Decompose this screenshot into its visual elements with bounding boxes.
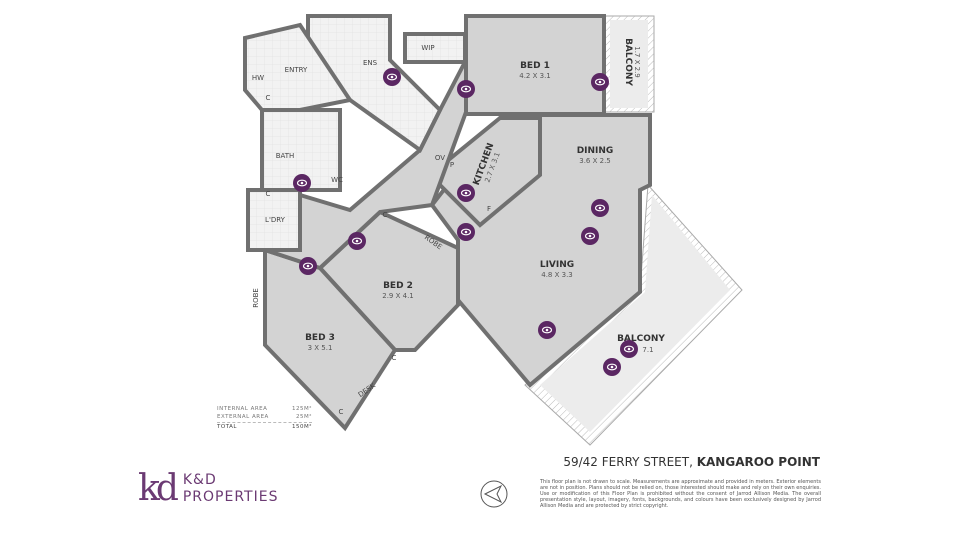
view-marker-eye-icon[interactable]: [538, 321, 556, 339]
bed3-label: BED 3: [305, 333, 335, 343]
wip-label: WIP: [421, 44, 434, 52]
disclaimer: This floor plan is not drawn to scale. M…: [540, 479, 821, 509]
cupboard-label: C: [266, 94, 271, 102]
balcony2-label: BALCONY: [617, 334, 665, 344]
bed2-dims: 2.9 X 4.1: [382, 292, 414, 300]
logo-monogram: kd: [138, 468, 179, 509]
cupboard-label: C: [392, 354, 397, 362]
laundry-room: [246, 188, 302, 252]
view-marker-eye-icon[interactable]: [457, 80, 475, 98]
view-marker-eye-icon[interactable]: [620, 340, 638, 358]
view-marker-eye-icon[interactable]: [299, 257, 317, 275]
view-marker-eye-icon[interactable]: [293, 174, 311, 192]
cupboard-label: C: [339, 408, 344, 416]
ens-label: ENS: [363, 59, 378, 67]
balcony1-label: BALCONY: [623, 38, 633, 86]
cupboard-label: C: [383, 211, 388, 219]
view-marker-eye-icon[interactable]: [383, 68, 401, 86]
view-marker-eye-icon[interactable]: [603, 358, 621, 376]
bed2-label: BED 2: [383, 281, 413, 291]
balcony2-dims: 7.1: [642, 346, 653, 354]
view-marker-eye-icon[interactable]: [591, 199, 609, 217]
bed1-label: BED 1: [520, 61, 550, 71]
view-marker-eye-icon[interactable]: [591, 73, 609, 91]
laundry-label: L'DRY: [265, 216, 286, 224]
pantry-label: P: [450, 161, 454, 169]
wc-label: WC: [331, 176, 343, 184]
total-value: 150M²: [292, 424, 312, 430]
bed3-dims: 3 X 5.1: [308, 344, 333, 352]
living-label: LIVING: [540, 260, 574, 270]
address-suburb: KANGAROO POINT: [696, 455, 820, 469]
north-compass-icon: [480, 480, 508, 508]
bed1-dims: 4.2 X 3.1: [519, 72, 551, 80]
dining-dims: 3.6 X 2.5: [579, 157, 611, 165]
fridge-label: F: [487, 205, 491, 213]
property-address: 59/42 FERRY STREET, KANGAROO POINT: [563, 455, 820, 469]
area-value: 125M²: [292, 406, 312, 412]
living-dims: 4.8 X 3.3: [541, 271, 573, 279]
balcony1-dims: 1.7 X 2.9: [633, 46, 641, 78]
robe-label: ROBE: [252, 288, 260, 308]
oven-label: OV: [435, 154, 445, 162]
entry-label: ENTRY: [285, 66, 308, 74]
address-street: 59/42 FERRY STREET,: [563, 455, 693, 469]
dining-label: DINING: [577, 146, 614, 156]
view-marker-eye-icon[interactable]: [581, 227, 599, 245]
wip-room: [403, 32, 467, 64]
view-marker-eye-icon[interactable]: [457, 223, 475, 241]
view-marker-eye-icon[interactable]: [457, 184, 475, 202]
total-label: TOTAL: [217, 424, 237, 430]
view-marker-eye-icon[interactable]: [348, 232, 366, 250]
area-value: 25M²: [296, 414, 312, 420]
area-label: INTERNAL AREA: [217, 406, 268, 412]
bath-label: BATH: [276, 152, 295, 160]
hw-label: HW: [252, 74, 264, 82]
logo-line1: K&D: [182, 471, 217, 488]
area-label: EXTERNAL AREA: [217, 414, 269, 420]
cupboard-label: C: [266, 190, 271, 198]
area-summary: INTERNAL AREA 125M² EXTERNAL AREA 25M² TOT…: [217, 405, 312, 431]
logo-line2: PROPERTIES: [182, 488, 279, 505]
